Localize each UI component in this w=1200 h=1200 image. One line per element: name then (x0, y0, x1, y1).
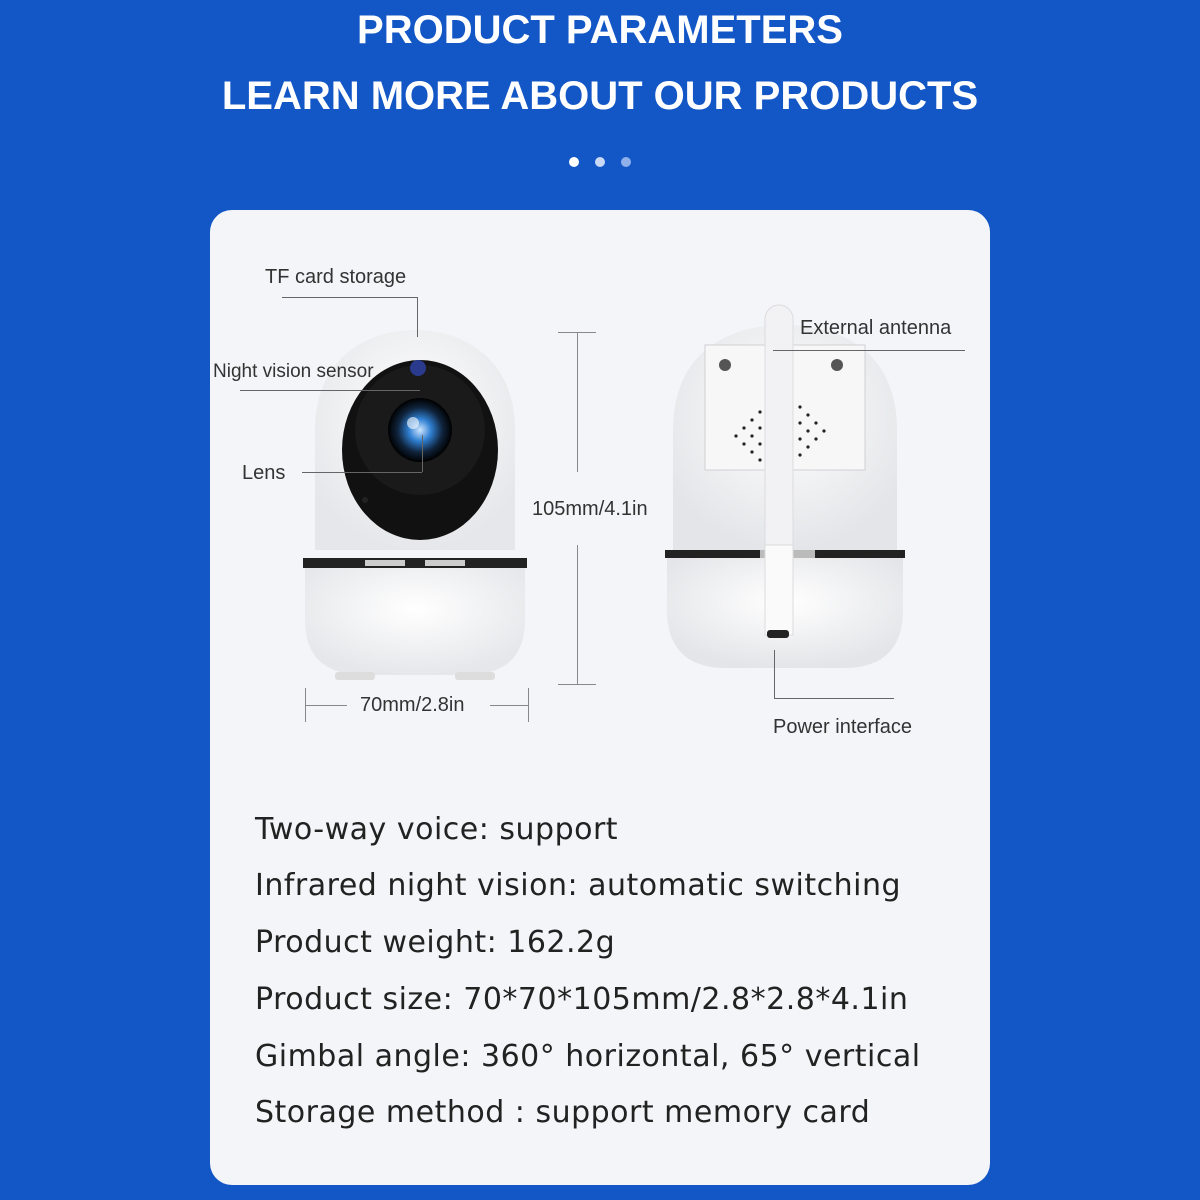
callout-antenna: External antenna (800, 317, 952, 339)
carousel-dot-1[interactable] (569, 157, 579, 167)
callout-power: Power interface (773, 716, 912, 738)
height-dimension-cap (558, 332, 596, 333)
width-dimension-label: 70mm/2.8in (360, 694, 465, 716)
product-card: TF card storage Night vision sensor Lens… (210, 210, 990, 1185)
camera-front-image (303, 330, 527, 680)
spec-gimbal-angle: Gimbal angle: 360° horizontal, 65° verti… (255, 1039, 921, 1074)
page-title: PRODUCT PARAMETERS (357, 8, 843, 52)
carousel-indicator (0, 157, 1200, 167)
callout-line (240, 390, 420, 391)
callout-line (282, 297, 417, 298)
height-dimension-label: 105mm/4.1in (532, 498, 648, 520)
callout-line (774, 698, 894, 699)
callout-line (773, 350, 965, 351)
height-dimension-cap (558, 684, 596, 685)
spec-size: Product size: 70*70*105mm/2.8*2.8*4.1in (255, 982, 909, 1017)
spec-two-way-voice: Two-way voice: support (255, 812, 619, 847)
callout-night-vision: Night vision sensor (213, 361, 374, 382)
height-dimension-line (577, 332, 578, 472)
width-dimension-line (490, 705, 528, 706)
callout-line (302, 472, 422, 473)
callout-line (422, 435, 423, 472)
callout-line (774, 650, 775, 698)
callout-lens: Lens (242, 462, 286, 484)
width-dimension-cap (528, 688, 529, 722)
spec-storage: Storage method : support memory card (255, 1095, 871, 1130)
callout-line (417, 297, 418, 337)
width-dimension-line (305, 705, 347, 706)
spec-night-vision: Infrared night vision: automatic switchi… (255, 868, 902, 903)
height-dimension-line (577, 545, 578, 685)
spec-weight: Product weight: 162.2g (255, 925, 616, 960)
callout-tf-card: TF card storage (265, 266, 407, 288)
carousel-dot-3[interactable] (621, 157, 631, 167)
carousel-dot-2[interactable] (595, 157, 605, 167)
page-subtitle: LEARN MORE ABOUT OUR PRODUCTS (221, 74, 979, 118)
camera-back-image (665, 304, 905, 668)
